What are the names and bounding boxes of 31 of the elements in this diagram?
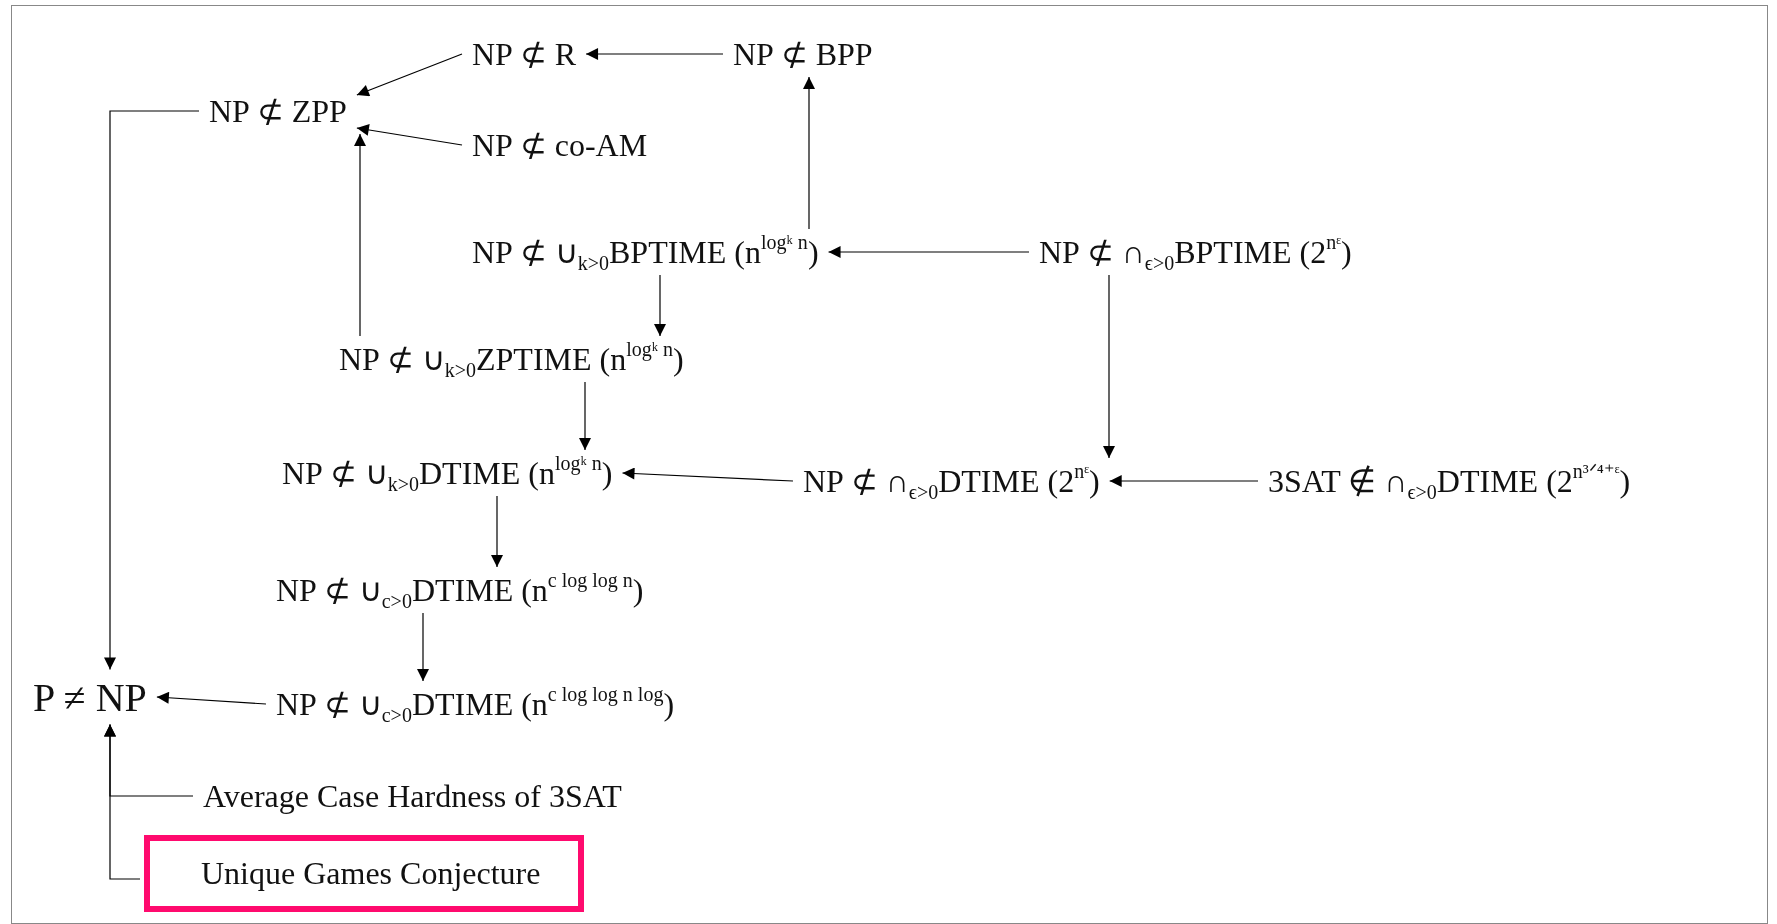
arrow (417, 612, 429, 682)
arrow (104, 110, 200, 671)
statement: 3SAT ∉ ∩$_{ϵ>0}$DTIME (2$^{n³ᐟ⁴⁺ᵋ}$) (1262, 460, 1637, 502)
arrow (156, 691, 267, 705)
arrow (356, 53, 463, 97)
statement: NP ⊄ ∩$_{ϵ>0}$DTIME (2$^{nᵋ}$) (797, 460, 1106, 502)
arrow (354, 133, 366, 337)
statement: NP ⊄ ∪$_{k>0}$BPTIME (n$^{logᵏ n}$) (466, 231, 825, 273)
arrow (827, 246, 1030, 258)
statement: NP ⊄ R (466, 33, 583, 75)
arrow (104, 723, 141, 880)
statement: Average Case Hardness of 3SAT (197, 775, 628, 817)
statement: NP ⊄ ZPP (203, 90, 353, 132)
arrow (654, 274, 666, 337)
statement: NP ⊄ BPP (727, 33, 879, 75)
arrow (491, 495, 503, 568)
arrow (356, 124, 463, 146)
arrow (803, 76, 815, 230)
statement: P ≠ NP (27, 671, 153, 723)
statement: NP ⊄ ∪$_{c>0}$DTIME (n$^{c log log n}$) (270, 569, 650, 611)
arrow (1109, 475, 1259, 487)
statement: NP ⊄ ∪$_{c>0}$DTIME (n$^{c log log n log}$) (270, 683, 681, 725)
highlighted-statement: Unique Games Conjecture (144, 835, 585, 912)
statement: NP ⊄ co-AM (466, 124, 654, 166)
arrow (579, 381, 591, 451)
arrow (621, 467, 794, 482)
statement: NP ⊄ ∩$_{ϵ>0}$BPTIME (2$^{nᵋ}$) (1033, 231, 1358, 273)
statement: NP ⊄ ∪$_{k>0}$DTIME (n$^{logᵏ n}$) (276, 452, 619, 494)
arrow (585, 48, 724, 60)
arrow (1103, 274, 1115, 459)
statement: NP ⊄ ∪$_{k>0}$ZPTIME (n$^{logᵏ n}$) (333, 338, 690, 380)
